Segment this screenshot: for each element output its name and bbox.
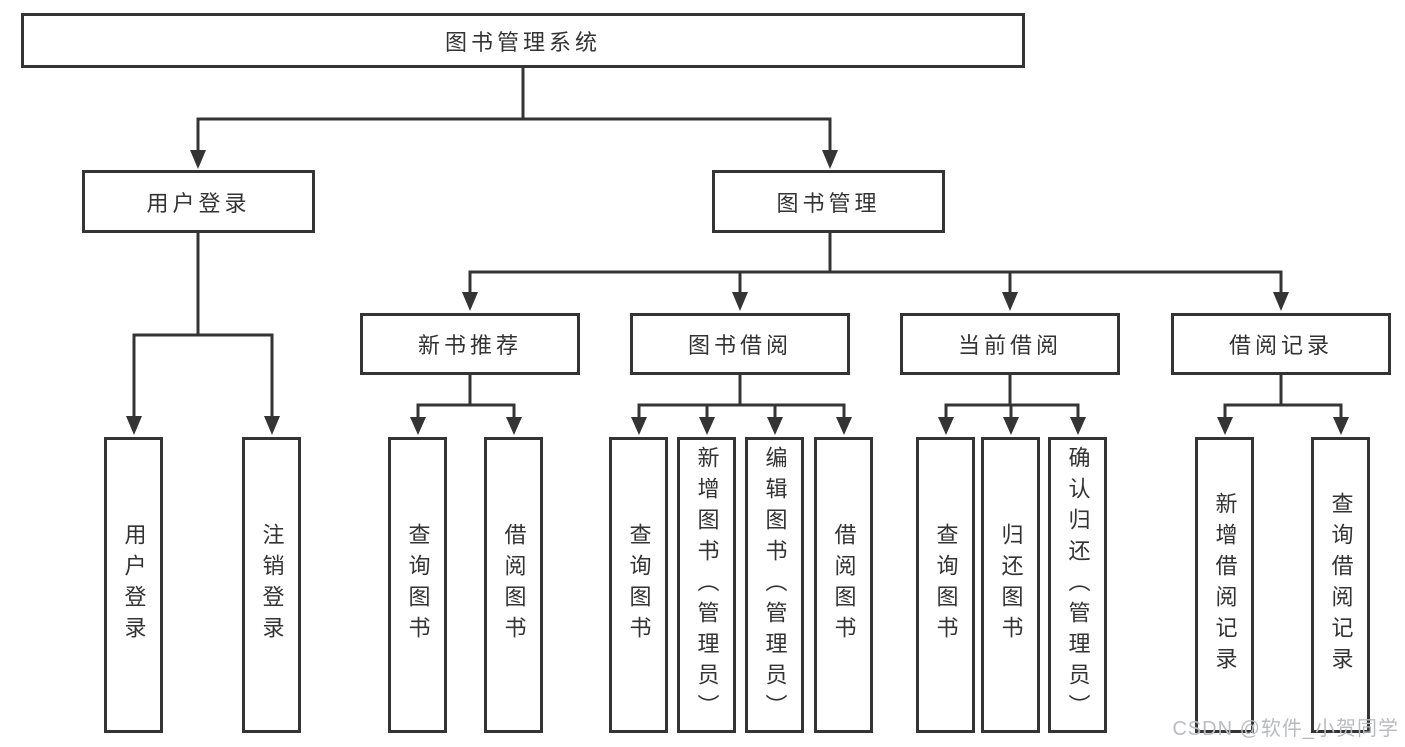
csdn-watermark: CSDN @软件_小贺同学 <box>1172 718 1399 740</box>
node-label: 查询图书 <box>405 523 431 647</box>
leaf-borrow-books-borrowing: 借阅图书 <box>814 437 873 733</box>
node-book-management: 图书管理 <box>712 170 945 233</box>
node-new-book-recommend: 新书推荐 <box>360 313 580 375</box>
node-label: 当前借阅 <box>957 333 1062 358</box>
node-label: 借阅图书 <box>501 523 527 647</box>
wire-user-login-to-leaves <box>126 232 280 435</box>
node-label: 用户登录 <box>146 190 251 216</box>
leaf-query-books-current: 查询图书 <box>916 437 975 733</box>
node-library-system: 图书管理系统 <box>21 13 1025 68</box>
leaf-query-books-recommend: 查询图书 <box>388 437 447 733</box>
leaf-logout: 注销登录 <box>242 437 301 733</box>
leaf-return-book: 归还图书 <box>981 437 1040 733</box>
node-user-login: 用户登录 <box>82 170 315 233</box>
node-label: 注销登录 <box>259 523 285 647</box>
leaf-edit-book-admin: 编辑图书（管理员） <box>745 437 804 733</box>
wire-new-book-to-leaves <box>410 374 522 435</box>
node-label: 图书借阅 <box>687 333 792 358</box>
wire-book-mgmt-to-level3 <box>462 232 1289 311</box>
node-label: 用户登录 <box>121 523 147 647</box>
leaf-user-login: 用户登录 <box>104 437 163 733</box>
leaf-borrow-books-recommend: 借阅图书 <box>484 437 543 733</box>
leaf-query-books-borrowing: 查询图书 <box>609 437 668 733</box>
leaf-confirm-return-admin: 确认归还（管理员） <box>1048 437 1107 733</box>
leaf-add-borrow-record: 新增借阅记录 <box>1195 437 1254 733</box>
node-label: 图书管理系统 <box>444 29 601 55</box>
node-label: 归还图书 <box>998 523 1024 647</box>
node-borrow-records: 借阅记录 <box>1171 313 1391 375</box>
node-label: 确认归还（管理员） <box>1065 445 1091 725</box>
node-label: 图书管理 <box>776 190 881 216</box>
node-label: 新书推荐 <box>417 333 522 358</box>
node-label: 借阅图书 <box>831 523 857 647</box>
node-label: 借阅记录 <box>1228 333 1333 358</box>
wire-root-to-level2 <box>190 66 838 169</box>
node-label: 编辑图书（管理员） <box>762 445 788 725</box>
node-current-borrowing: 当前借阅 <box>900 313 1120 375</box>
leaf-add-book-admin: 新增图书（管理员） <box>677 437 736 733</box>
wire-borrow-records-to-leaves <box>1217 374 1349 435</box>
node-label: 查询图书 <box>626 523 652 647</box>
node-label: 新增图书（管理员） <box>694 445 720 725</box>
node-label: 新增借阅记录 <box>1212 492 1238 678</box>
wire-current-borrow-to-leaves <box>938 374 1086 435</box>
wire-book-borrow-to-leaves <box>631 374 852 435</box>
leaf-query-borrow-record: 查询借阅记录 <box>1311 437 1370 733</box>
node-book-borrowing: 图书借阅 <box>630 313 850 375</box>
node-label: 查询借阅记录 <box>1328 492 1354 678</box>
node-label: 查询图书 <box>933 523 959 647</box>
